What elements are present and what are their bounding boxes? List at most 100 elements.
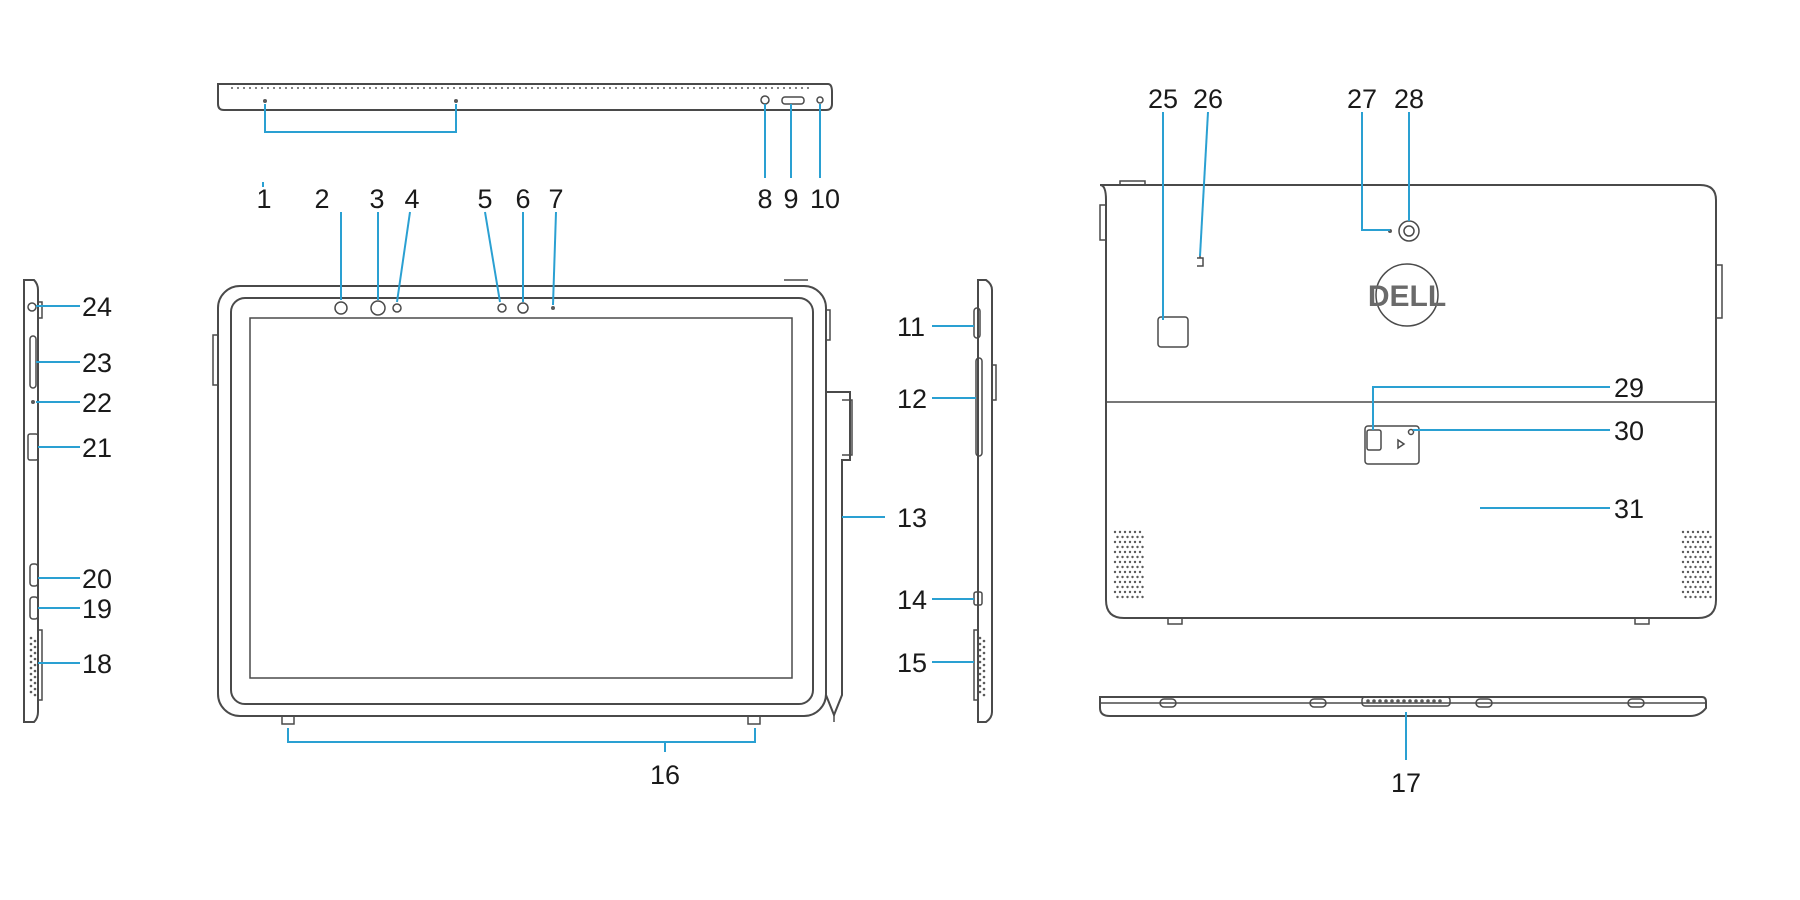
speaker-hole — [1138, 550, 1142, 554]
speaker-hole — [1136, 545, 1139, 549]
speaker-hole — [29, 648, 33, 652]
speaker-hole — [1133, 580, 1137, 584]
speaker-hole — [1709, 535, 1712, 539]
front-view — [212, 279, 831, 725]
speaker-hole — [33, 693, 37, 697]
callout-14: 14 — [897, 585, 927, 615]
speaker-hole — [1696, 550, 1700, 554]
speaker-hole — [1709, 585, 1712, 589]
speaker-hole — [1116, 585, 1119, 589]
vent-slot — [441, 87, 443, 89]
callout-8: 8 — [757, 184, 772, 214]
speaker-hole — [1689, 565, 1692, 569]
speaker-hole — [1684, 595, 1687, 599]
speaker-hole — [1699, 555, 1702, 559]
dock-pin — [1420, 699, 1424, 703]
speaker-hole — [1684, 555, 1687, 559]
vent-slot — [327, 87, 329, 89]
callout-6: 6 — [515, 184, 530, 214]
speaker-hole — [1113, 530, 1117, 534]
speaker-hole — [29, 636, 33, 640]
dock-pin — [1366, 699, 1370, 703]
speaker-hole — [982, 663, 986, 667]
speaker-hole — [1694, 595, 1697, 599]
speaker-hole — [1113, 560, 1117, 564]
speaker-hole — [978, 684, 982, 688]
speaker-hole — [1121, 585, 1124, 589]
speaker-hole — [1696, 580, 1700, 584]
speaker-hole — [1141, 555, 1144, 559]
speaker-hole — [1709, 545, 1712, 549]
speaker-hole — [978, 654, 982, 658]
speaker-hole — [982, 639, 986, 643]
speaker-hole — [1113, 540, 1117, 544]
speaker-hole — [1689, 575, 1692, 579]
back-view: DELL — [1099, 180, 1723, 625]
dock-pin — [1438, 699, 1442, 703]
speaker-hole — [1704, 555, 1707, 559]
vent-slot — [363, 87, 365, 89]
vent-slot — [309, 87, 311, 89]
speaker-hole — [1141, 575, 1144, 579]
dock-pin — [1426, 699, 1430, 703]
callout-10: 10 — [810, 184, 840, 214]
callout-15: 15 — [897, 648, 927, 678]
vent-slot — [255, 87, 257, 89]
speaker-hole — [33, 657, 37, 661]
vent-slot — [471, 87, 473, 89]
speaker-hole — [1123, 590, 1127, 594]
callout-30: 30 — [1614, 416, 1644, 446]
speaker-hole — [1689, 585, 1692, 589]
speaker-hole — [1128, 590, 1132, 594]
vent-slot — [405, 87, 407, 89]
vent-slot — [789, 87, 791, 89]
vent-slot — [747, 87, 749, 89]
speaker-hole — [33, 675, 37, 679]
speaker-hole — [978, 636, 982, 640]
speaker-hole — [1128, 540, 1132, 544]
vent-slot — [777, 87, 779, 89]
speaker-hole — [1691, 550, 1695, 554]
speaker-hole — [1689, 545, 1692, 549]
speaker-hole — [1704, 575, 1707, 579]
vent-slot — [465, 87, 467, 89]
vent-slot — [447, 87, 449, 89]
callout-23: 23 — [82, 348, 112, 378]
callout-24: 24 — [82, 292, 112, 322]
vent-slot — [231, 87, 233, 89]
speaker-hole — [1133, 530, 1137, 534]
speaker-hole — [1694, 555, 1697, 559]
callout-18: 18 — [82, 649, 112, 679]
vent-slot — [567, 87, 569, 89]
callout-12: 12 — [897, 384, 927, 414]
speaker-hole — [1706, 590, 1710, 594]
speaker-hole — [1123, 560, 1127, 564]
speaker-hole — [29, 690, 33, 694]
speaker-hole — [29, 684, 33, 688]
speaker-hole — [1686, 590, 1690, 594]
vent-slot — [525, 87, 527, 89]
vent-slot — [759, 87, 761, 89]
vent-slot — [561, 87, 563, 89]
vent-slot — [723, 87, 725, 89]
speaker-hole — [33, 669, 37, 673]
callout-4: 4 — [404, 184, 419, 214]
vent-slot — [381, 87, 383, 89]
speaker-hole — [1686, 540, 1690, 544]
speaker-hole — [1684, 565, 1687, 569]
vent-slot — [795, 87, 797, 89]
speaker-hole — [1709, 575, 1712, 579]
speaker-hole — [1696, 590, 1700, 594]
vent-slot — [315, 87, 317, 89]
speaker-hole — [33, 651, 37, 655]
vent-slot — [243, 87, 245, 89]
vent-slot — [237, 87, 239, 89]
speaker-hole — [1128, 570, 1132, 574]
speaker-hole — [1694, 535, 1697, 539]
callout-27: 27 — [1347, 84, 1377, 114]
speaker-hole — [1694, 585, 1697, 589]
speaker-hole — [978, 648, 982, 652]
vent-slot — [603, 87, 605, 89]
speaker-hole — [1121, 545, 1124, 549]
